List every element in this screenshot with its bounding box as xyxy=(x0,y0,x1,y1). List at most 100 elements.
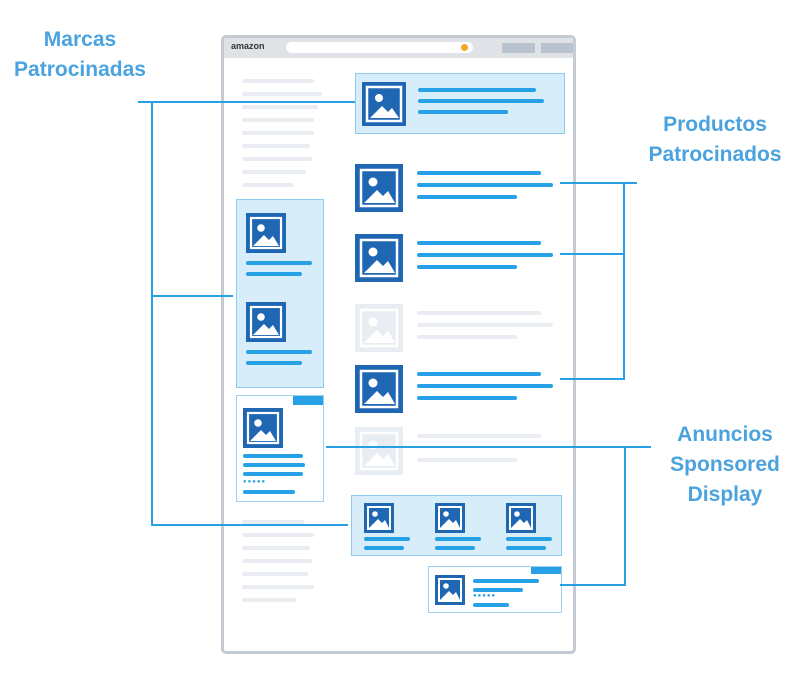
sponsored-display-card: ●●●●● xyxy=(236,395,324,502)
connector-line xyxy=(326,446,651,448)
image-icon xyxy=(355,304,403,352)
label-sponsored-brands: Marcas Patrocinadas xyxy=(0,25,160,85)
text-line xyxy=(506,537,552,541)
image-icon xyxy=(355,234,403,282)
image-icon xyxy=(355,164,403,212)
search-bar xyxy=(286,42,473,53)
placeholder-line xyxy=(242,585,314,589)
placeholder-line xyxy=(242,118,314,122)
text-line xyxy=(417,372,541,376)
text-line xyxy=(417,241,541,245)
connector-line xyxy=(151,295,233,297)
label-line: Productos xyxy=(663,113,767,136)
sponsored-brands-sidebar xyxy=(236,199,324,388)
image-icon xyxy=(362,82,406,126)
text-line xyxy=(418,88,536,92)
image-icon xyxy=(364,503,394,533)
sponsored-brands-banner xyxy=(355,73,565,134)
placeholder-line xyxy=(242,170,306,174)
connector-line xyxy=(560,378,624,380)
text-line xyxy=(243,472,303,476)
text-line xyxy=(435,537,481,541)
placeholder-line xyxy=(242,598,296,602)
label-sponsored-display: Anuncios Sponsored Display xyxy=(645,420,800,510)
toolbar-button xyxy=(541,43,573,53)
placeholder-line xyxy=(417,335,517,339)
connector-line xyxy=(151,101,153,526)
placeholder-line xyxy=(242,92,322,96)
ad-tag xyxy=(531,567,561,574)
text-line xyxy=(417,171,541,175)
browser-window: amazon xyxy=(221,35,576,654)
label-line: Display xyxy=(687,483,763,506)
placeholder-line xyxy=(417,311,541,315)
connector-line xyxy=(624,446,626,586)
text-line xyxy=(364,537,410,541)
image-icon xyxy=(435,503,465,533)
text-line xyxy=(506,546,546,550)
placeholder-line xyxy=(242,183,294,187)
text-line xyxy=(418,99,544,103)
image-icon xyxy=(246,302,286,342)
label-line: Patrocinados xyxy=(648,143,782,166)
search-dot-icon xyxy=(461,44,468,51)
placeholder-line xyxy=(242,157,312,161)
image-icon xyxy=(435,575,465,605)
placeholder-line xyxy=(242,131,314,135)
placeholder-line xyxy=(242,572,308,576)
text-line xyxy=(364,546,404,550)
placeholder-line xyxy=(417,458,517,462)
image-icon xyxy=(355,365,403,413)
image-icon xyxy=(506,503,536,533)
sponsored-display-card: ●●●●● xyxy=(428,566,562,613)
connector-line xyxy=(560,182,637,184)
text-line xyxy=(417,183,553,187)
connector-line xyxy=(151,524,348,526)
text-line xyxy=(417,265,517,269)
text-line xyxy=(473,579,539,583)
text-line xyxy=(246,350,312,354)
placeholder-line xyxy=(242,559,312,563)
placeholder-line xyxy=(417,434,541,438)
browser-toolbar: amazon xyxy=(224,38,573,58)
label-line: Anuncios xyxy=(677,423,773,446)
placeholder-line xyxy=(242,520,304,524)
placeholder-line xyxy=(417,323,553,327)
text-line xyxy=(473,588,523,592)
placeholder-line xyxy=(242,79,314,83)
text-line xyxy=(417,195,517,199)
sponsored-brands-carousel xyxy=(351,495,562,556)
text-line xyxy=(246,361,302,365)
placeholder-line xyxy=(242,546,310,550)
connector-line xyxy=(560,584,626,586)
text-line xyxy=(243,490,295,494)
connector-line xyxy=(138,101,355,103)
text-line xyxy=(417,253,553,257)
text-line xyxy=(417,396,517,400)
label-line: Sponsored xyxy=(670,453,780,476)
text-line xyxy=(246,261,312,265)
placeholder-line xyxy=(242,105,318,109)
text-line xyxy=(418,110,508,114)
ad-tag xyxy=(293,396,323,405)
text-line xyxy=(417,384,553,388)
text-line xyxy=(246,272,302,276)
label-line: Patrocinadas xyxy=(14,58,146,81)
label-sponsored-products: Productos Patrocinados xyxy=(630,110,800,170)
rating-stars: ●●●●● xyxy=(243,479,267,485)
text-line xyxy=(243,454,303,458)
text-line xyxy=(473,603,509,607)
image-icon xyxy=(246,213,286,253)
amazon-logo: amazon xyxy=(231,41,265,51)
image-icon xyxy=(355,427,403,475)
connector-line xyxy=(560,253,624,255)
image-icon xyxy=(243,408,283,448)
placeholder-line xyxy=(242,533,314,537)
toolbar-button xyxy=(502,43,535,53)
text-line xyxy=(435,546,475,550)
label-line: Marcas xyxy=(43,28,117,51)
placeholder-line xyxy=(242,144,310,148)
rating-stars: ●●●●● xyxy=(473,593,497,599)
connector-line xyxy=(623,182,625,380)
text-line xyxy=(243,463,305,467)
